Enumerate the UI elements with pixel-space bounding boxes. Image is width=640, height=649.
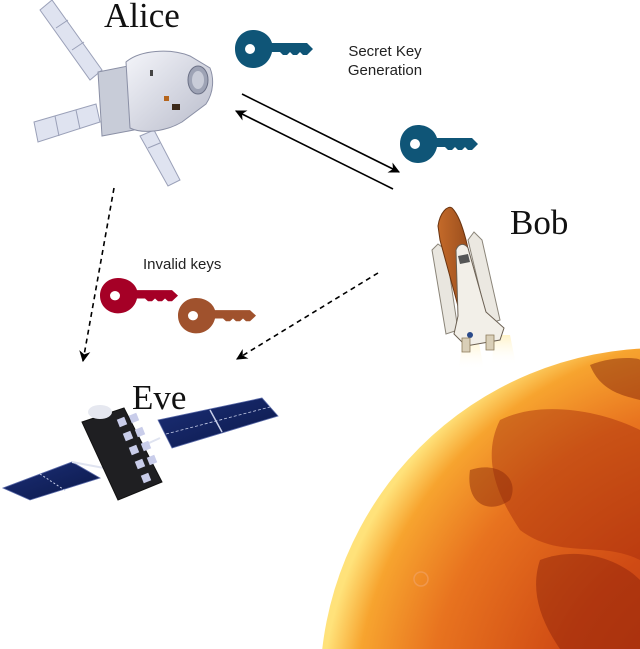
arrow-bob-to-alice <box>234 110 394 190</box>
key-icon <box>400 125 478 163</box>
eve-label: Eve <box>132 378 187 417</box>
bob-label: Bob <box>510 203 569 242</box>
space-shuttle-icon <box>431 206 516 370</box>
orion-spacecraft-icon <box>33 0 214 187</box>
secret-key-line-2: Generation <box>347 61 423 79</box>
key-icon <box>235 30 313 68</box>
invalid-keys-label: Invalid keys <box>143 256 222 273</box>
invalid-key-icon <box>100 278 178 314</box>
invalid-key-icon <box>178 298 256 334</box>
alice-label: Alice <box>104 0 180 35</box>
mars-planet-icon <box>322 348 640 649</box>
dashed-arrow-alice-to-eve <box>79 187 115 363</box>
satellite-icon <box>1 397 279 501</box>
secret-key-generation-label: Secret Key Generation <box>330 43 440 81</box>
secret-key-line-1: Secret Key <box>348 43 422 60</box>
dashed-arrow-bob-to-eve <box>236 272 379 360</box>
arrow-alice-to-bob <box>241 93 401 173</box>
